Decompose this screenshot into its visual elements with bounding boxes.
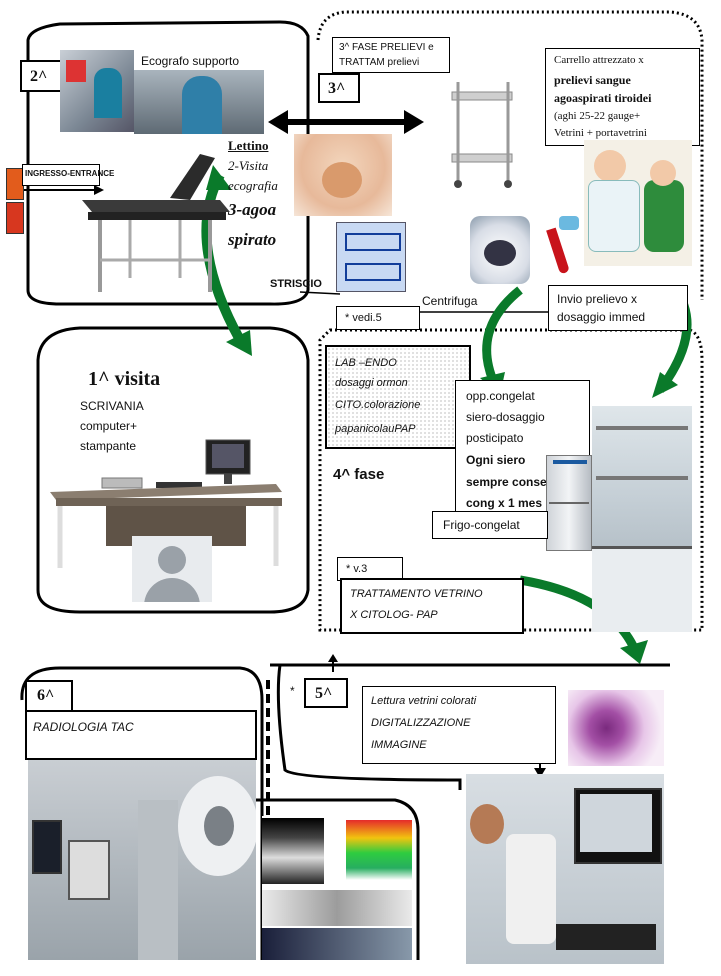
stampante-label: stampante [80, 439, 137, 453]
zone6-outline [20, 666, 264, 960]
radiologia-label-box: RADIOLOGIA TAC [25, 710, 257, 760]
visita-label: 2-Visita [228, 158, 269, 173]
ecografo-photo [134, 70, 264, 134]
zone6-inner-outline [256, 798, 420, 960]
thyroid-illustration [294, 134, 392, 216]
lab-photo [592, 406, 692, 632]
cytology-slide-image [568, 690, 664, 766]
entrance-arrowhead [94, 185, 104, 195]
agoa-label: 3-agoa [228, 200, 277, 219]
spirato-label: spirato [228, 230, 277, 249]
v3-note: * v.3 [337, 557, 403, 581]
trattamento-label-box: TRATTAMENTO VETRINO X CITOLOG- PAP [340, 578, 524, 634]
green-arrow-2 [482, 286, 523, 387]
lab-endo-box: LAB –ENDO dosaggi ormon CITO.colorazione… [325, 345, 471, 449]
arrowhead-left [268, 110, 288, 134]
visita1-title: 1^ visita [88, 368, 161, 390]
zone2-number: 2^ [20, 60, 62, 92]
striscio-label: STRISCIO [270, 278, 322, 290]
scrivania-label: SCRIVANIA [80, 399, 144, 413]
zone3-number: 3^ [318, 73, 360, 103]
green-arrow-1 [201, 172, 245, 343]
fase4-label: 4^ fase [333, 466, 385, 483]
exam-bed [70, 150, 230, 300]
frigo-label-box: Frigo-congelat [432, 511, 548, 539]
ecografo-label: Ecografo supporto [141, 54, 240, 68]
smear-instructions-image [336, 222, 406, 292]
lettino-label: Lettino [228, 138, 269, 153]
zone6-number: 6^ [25, 680, 73, 712]
vedi5-note: * vedi.5 [336, 306, 420, 330]
blood-tube-image [545, 216, 581, 276]
avatar [132, 536, 212, 602]
ct-scanner-photo [262, 928, 412, 960]
computer-label: computer+ [80, 419, 138, 433]
ultrasound-room-photo [60, 50, 134, 132]
ct-scan-images [262, 816, 412, 928]
ecografia-label: ecografia [228, 178, 278, 193]
zone5-star: * [290, 684, 295, 698]
entrance-door-icon [6, 168, 24, 234]
fase3-label-box: 3^ FASE PRELIEVI e TRATTAM prelievi [332, 37, 450, 73]
arrowhead-right [404, 110, 424, 134]
invio-label-box: Invio prelievo x dosaggio immed [548, 285, 688, 331]
zone1-outline [36, 326, 310, 614]
microscope-photo [466, 774, 664, 964]
zone3-outline [316, 10, 704, 300]
ct-room-photo [28, 760, 256, 960]
freezer-image [546, 455, 592, 551]
entrance-label-box: INGRESSO-ENTRANCE [22, 164, 114, 186]
zone5-number: 5^ [304, 678, 348, 708]
trolley-image [450, 62, 516, 190]
blood-draw-illustration [584, 140, 692, 266]
lettura-label-box: Lettura vetrini colorati DIGITALIZZAZION… [362, 686, 556, 764]
centrifuge-image [470, 216, 530, 284]
carrello-label-box: Carrello attrezzato x prelievi sangue ag… [545, 48, 700, 146]
centrifuga-label: Centrifuga [422, 294, 478, 308]
zone5-outline [270, 663, 670, 790]
